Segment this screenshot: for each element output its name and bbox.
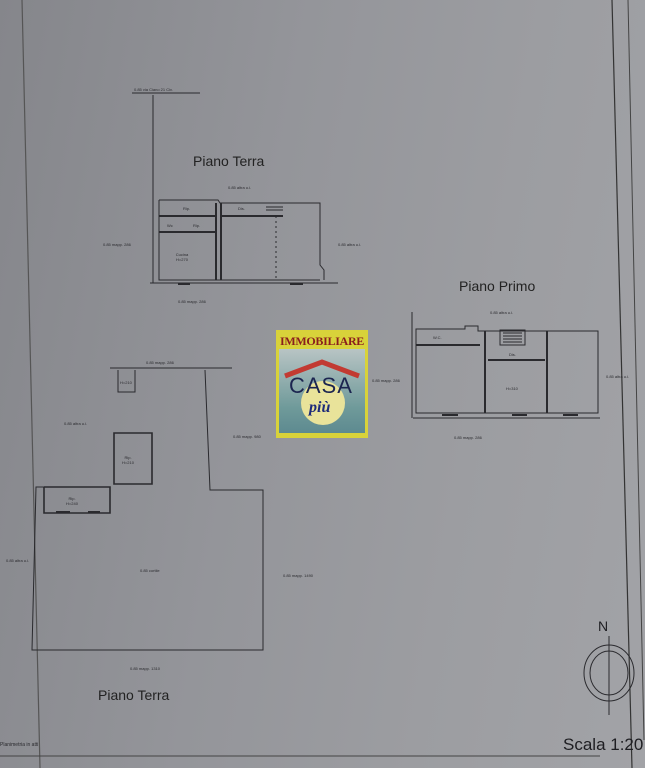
logo-line3: più <box>309 399 331 416</box>
logo-line2: CASA <box>289 373 353 398</box>
scale-label: Scala 1:20 <box>563 735 644 754</box>
label-lot-top: 0.85 mapp. 286 <box>146 360 174 365</box>
logo-sun-icon <box>301 381 345 425</box>
label-lot-mid: 0.85 mapp. 980 <box>233 434 261 439</box>
label-top-road: 0.85 via Ciano 21 Civ. <box>134 87 173 92</box>
label-pp-dis: Dis. <box>509 352 516 357</box>
logo-roof-icon <box>284 359 360 379</box>
agency-logo: IMMOBILIARE CASA più <box>276 330 368 438</box>
label-pp-right: 0.85 altra u.i. <box>606 374 630 379</box>
label-shed3: Rip. H=240 <box>66 496 78 506</box>
label-lot-right: 0.85 mapp. 1490 <box>283 573 314 578</box>
label-pt-top: 0.85 altra u.i. <box>228 185 252 190</box>
label-pt-bottom: 0.85 mapp. 286 <box>178 299 206 304</box>
label-pt-room1: Rip. <box>183 206 191 211</box>
label-pp-bottom: 0.85 mapp. 286 <box>454 435 482 440</box>
label-pp-top: 0.85 altra u.i. <box>490 310 514 315</box>
label-lot-left: 0.85 altra u.i. <box>64 421 88 426</box>
ground-floor-title-top: Piano Terra <box>193 153 265 169</box>
north-compass-icon <box>583 636 635 715</box>
label-pt-right: 0.85 altra u.i. <box>338 242 362 247</box>
ground-floor-plan-lot <box>31 367 264 651</box>
logo-line1: IMMOBILIARE <box>279 334 365 348</box>
label-pp-height: H=310 <box>506 386 518 391</box>
label-lot-bottom: 0.85 mapp. 1310 <box>130 666 161 671</box>
ground-floor-title-bottom: Piano Terra <box>98 687 170 703</box>
label-shed2: Rip. H=210 <box>122 455 134 465</box>
label-lot-center: 0.85 cortile <box>140 568 160 573</box>
ground-floor-plan-top <box>132 92 338 285</box>
first-floor-title: Piano Primo <box>459 278 536 294</box>
label-pt-room4: Rip. <box>193 223 201 228</box>
label-lot-left2: 0.85 altra u.i. <box>6 558 30 563</box>
first-floor-plan <box>411 312 600 419</box>
label-pt-room3: Wc <box>167 223 173 228</box>
label-pt-left: 0.85 mapp. 286 <box>103 242 131 247</box>
label-pp-wc: W.C. <box>433 335 442 340</box>
label-shed1: H=210 <box>120 380 132 385</box>
label-pp-left: 0.85 mapp. 286 <box>372 378 400 383</box>
label-pt-kitchen: Cucina H=270 <box>175 252 189 262</box>
footer-left-note: Planimetria in atti <box>0 742 39 748</box>
label-pt-room2: Dis. <box>238 206 245 211</box>
compass-north-label: N <box>598 618 609 634</box>
